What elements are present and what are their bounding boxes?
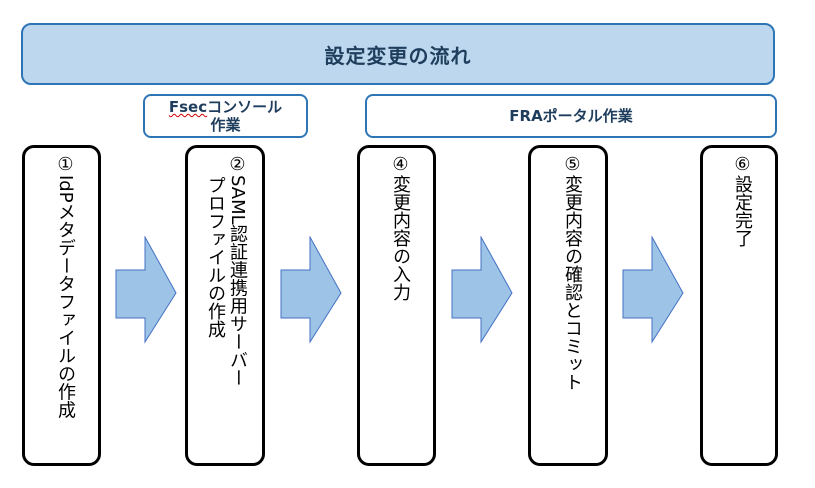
step-4-text: ④ 変更内容の入力 <box>360 154 433 459</box>
step-2-box: ② SAML認証連携用サーバー プロファイルの作成 <box>185 145 265 466</box>
step-4-box: ④ 変更内容の入力 <box>357 145 436 466</box>
step-label: 設定完了 <box>732 175 753 247</box>
step-5-box: ⑤ 変更内容の確認とコミット <box>528 145 608 466</box>
phase-fsec-console: Fsecコンソール作業 <box>143 94 308 138</box>
phase-fsec-label: Fsecコンソール作業 <box>169 98 282 134</box>
step-number: ④ <box>390 154 411 175</box>
phase-fra-portal: FRAポータル作業 <box>365 94 777 138</box>
step-label-line1: SAML認証連携用サーバー <box>227 175 248 387</box>
spellcheck-word: Fsec <box>168 98 208 116</box>
arrow-right-icon <box>280 236 342 344</box>
step-number: ⑥ <box>732 154 753 175</box>
phase-fra-label: FRAポータル作業 <box>509 107 633 125</box>
flow-title: 設定変更の流れ <box>324 43 472 68</box>
step-6-box: ⑥ 設定完了 <box>700 145 778 466</box>
flow-title-banner: 設定変更の流れ <box>21 23 775 85</box>
step-label: IdPメタデータファイルの作成 <box>55 175 76 419</box>
step-6-text: ⑥ 設定完了 <box>703 154 775 459</box>
step-5-text: ⑤ 変更内容の確認とコミット <box>531 154 605 459</box>
step-label: 変更内容の入力 <box>390 175 411 301</box>
arrow-right-icon <box>451 236 513 344</box>
step-label-line2: プロファイルの作成 <box>205 176 226 338</box>
phase-fsec-label-line2: 作業 <box>210 116 241 134</box>
arrow-right-icon <box>622 236 684 344</box>
step-1-box: ① IdPメタデータファイルの作成 <box>22 145 101 466</box>
step-1-text: ① IdPメタデータファイルの作成 <box>25 154 98 459</box>
phase-fsec-label-rest: コンソール <box>207 98 283 116</box>
step-number: ⑤ <box>562 154 583 175</box>
step-2-text: ② SAML認証連携用サーバー プロファイルの作成 <box>188 154 262 459</box>
step-number: ② <box>227 154 248 175</box>
step-number: ① <box>55 154 76 175</box>
step-label: 変更内容の確認とコミット <box>562 175 583 391</box>
arrow-right-icon <box>115 236 177 344</box>
